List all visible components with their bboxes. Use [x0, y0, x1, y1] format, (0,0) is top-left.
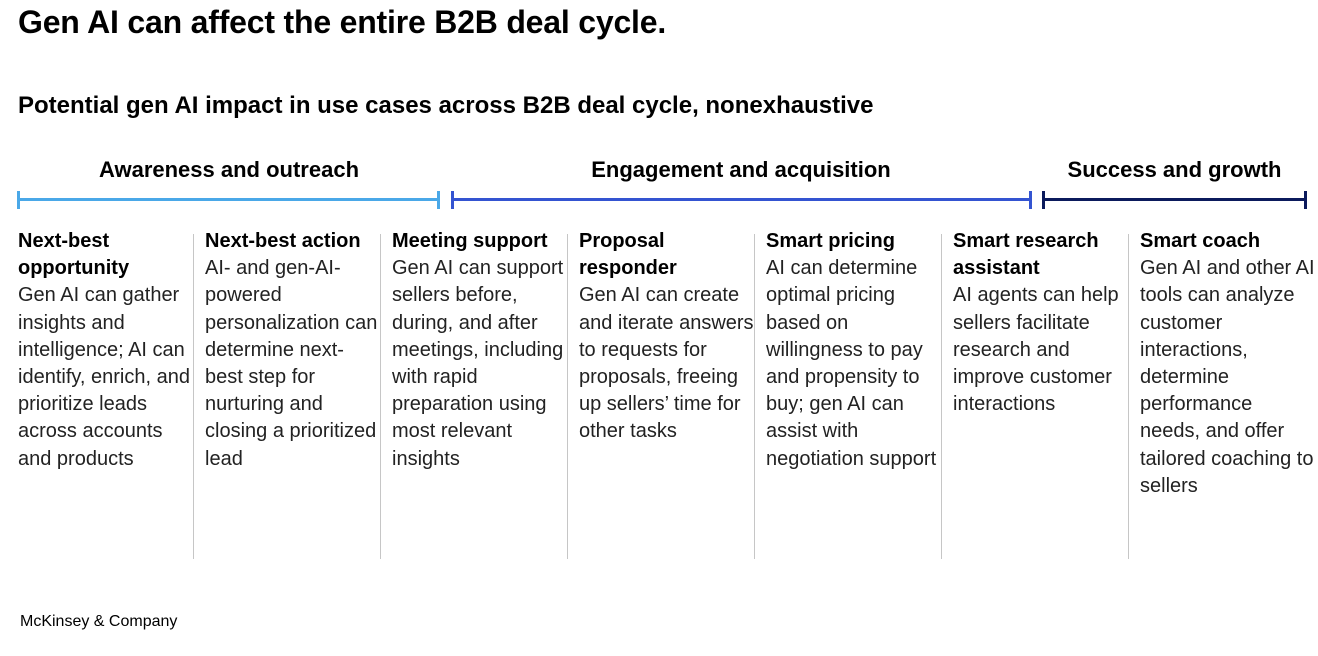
use-case-next-best-action: Next-best action AI- and gen-AI-powered …	[193, 228, 380, 559]
chart-subtitle: Potential gen AI impact in use cases acr…	[18, 92, 874, 119]
column-divider	[754, 234, 755, 559]
brand-footer: McKinsey & Company	[20, 613, 178, 630]
phase-bar-success	[1042, 191, 1307, 209]
use-case-description: AI can determine optimal pricing based o…	[766, 257, 937, 470]
use-case-description: AI- and gen-AI-powered personalization c…	[205, 257, 378, 470]
column-divider	[193, 234, 194, 559]
use-case-description: AI agents can help sellers facilitate re…	[953, 284, 1119, 416]
phase-bar-cap-left	[17, 191, 20, 209]
use-case-title: Next-best action	[205, 230, 361, 252]
use-case-description: Gen AI can create and iterate answers to…	[579, 284, 754, 443]
use-case-title: Next-best opportunity	[18, 230, 130, 280]
use-case-title: Smart pricing	[766, 230, 895, 252]
use-case-description: Gen AI can support sellers before, durin…	[392, 257, 564, 470]
column-divider	[567, 234, 568, 559]
column-divider	[941, 234, 942, 559]
use-case-title: Smart research assistant	[953, 230, 1099, 280]
phase-bar-cap-left	[451, 191, 454, 209]
use-case-description: Gen AI can gather insights and intellige…	[18, 284, 190, 470]
column-divider	[1128, 234, 1129, 559]
phase-bar-cap-right	[437, 191, 440, 209]
phase-label-engagement: Engagement and acquisition	[591, 157, 891, 182]
phase-bar-line	[1042, 198, 1307, 201]
page-title: Gen AI can affect the entire B2B deal cy…	[18, 4, 667, 40]
use-case-description: Gen AI and other AI tools can analyze cu…	[1140, 257, 1315, 497]
column-divider	[380, 234, 381, 559]
use-case-next-best-opportunity: Next-best opportunity Gen AI can gather …	[18, 228, 193, 473]
use-case-title: Smart coach	[1140, 230, 1261, 252]
phase-label-success: Success and growth	[1067, 157, 1282, 182]
phase-bar-line	[17, 198, 440, 201]
use-case-title: Meeting support	[392, 230, 548, 252]
phase-bar-engagement	[451, 191, 1032, 209]
use-case-proposal-responder: Proposal responder Gen AI can create and…	[567, 228, 754, 559]
phase-bar-awareness	[17, 191, 440, 209]
phase-bar-line	[451, 198, 1032, 201]
use-case-smart-research-assistant: Smart research assistant AI agents can h…	[941, 228, 1128, 559]
phase-label-awareness: Awareness and outreach	[98, 157, 360, 182]
phase-bar-cap-right	[1029, 191, 1032, 209]
use-case-smart-pricing: Smart pricing AI can determine optimal p…	[754, 228, 941, 559]
use-case-smart-coach: Smart coach Gen AI and other AI tools ca…	[1128, 228, 1315, 559]
phase-bar-cap-left	[1042, 191, 1045, 209]
use-case-title: Proposal responder	[579, 230, 677, 280]
use-case-meeting-support: Meeting support Gen AI can support selle…	[380, 228, 567, 559]
phase-bar-cap-right	[1304, 191, 1307, 209]
